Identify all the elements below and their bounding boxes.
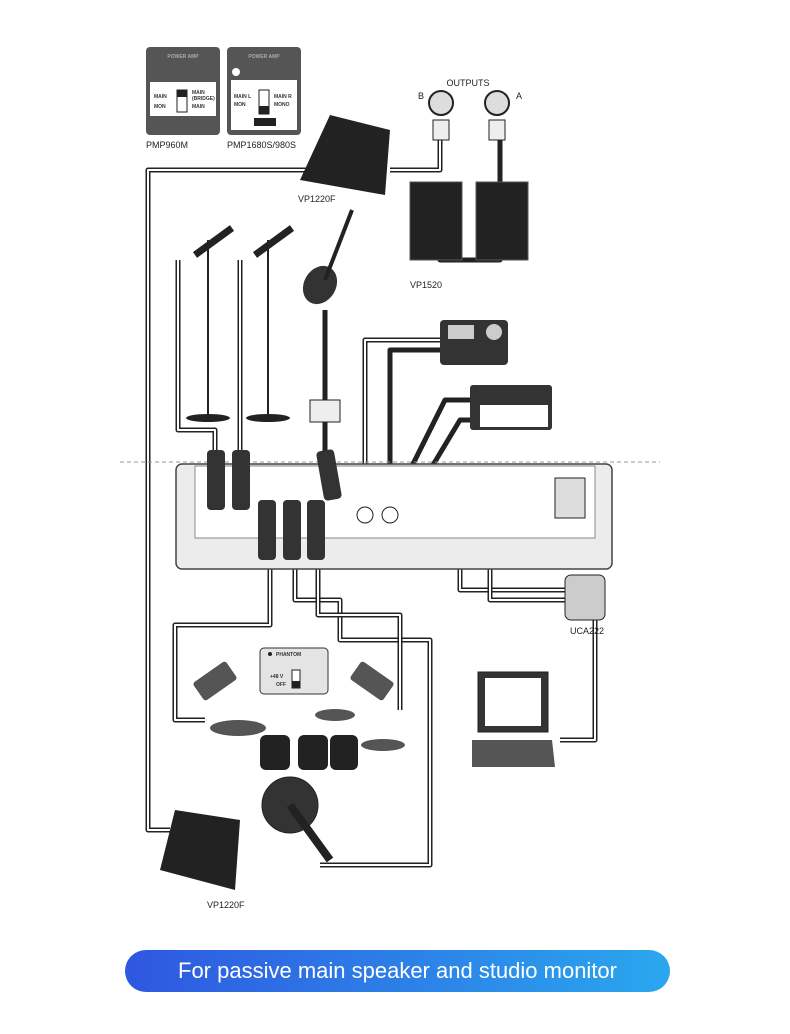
amp-model-label: PMP960M [146,140,188,150]
power-amp-pmp960m: POWER AMP MAIN MON MAIN (BRIDGE) MAIN PM… [146,47,220,150]
amp-model-label: PMP1680S/980S [227,140,296,150]
monitor-top-label: VP1220F [298,194,336,204]
label: MAIN [154,94,167,100]
phantom-off-label: OFF [276,682,286,688]
output-a-label: A [516,91,522,101]
phantom-power-panel: PHANTOM +48 V OFF [259,647,329,695]
amp-title: POWER AMP [248,54,280,60]
plugs [207,449,342,560]
main-speakers: VP1520 [409,181,529,290]
outputs-label: OUTPUTS [446,78,489,88]
main-speakers-label: VP1520 [410,280,442,290]
midi-keyboard [470,385,552,430]
caption-banner: For passive main speaker and studio moni… [125,950,670,992]
label: MAIN R [274,94,292,100]
monitor-speaker-top: VP1220F [298,115,390,204]
power-amp-pmp1680s: POWER AMP MAIN L MON MAIN R MONO PMP1680… [227,47,301,150]
monitor-speaker-bottom: VP1220F [160,810,245,910]
label: MON [154,104,166,110]
phantom-on-label: +48 V [270,674,284,680]
cables [145,140,598,868]
interface-label: UCA222 [570,626,604,636]
drum-kit [193,661,405,863]
label: MON [234,102,246,108]
label: MAIN [192,104,205,110]
label: (BRIDGE) [192,96,215,102]
usb-interface: UCA222 [564,574,606,636]
label: MONO [274,102,290,108]
bass-guitar [302,209,354,423]
speakon-b-icon [428,90,454,116]
laptop [472,671,555,767]
output-b-label: B [418,91,424,101]
monitor-bottom-label: VP1220F [207,900,245,910]
outputs: OUTPUTS B A [418,78,522,141]
drum-machine [440,320,508,365]
label: MAIN L [234,94,251,100]
microphones [186,225,295,422]
speakon-a-icon [484,90,510,116]
phantom-title: PHANTOM [276,652,301,658]
label: MAIN [192,90,205,96]
amp-title: POWER AMP [167,54,199,60]
